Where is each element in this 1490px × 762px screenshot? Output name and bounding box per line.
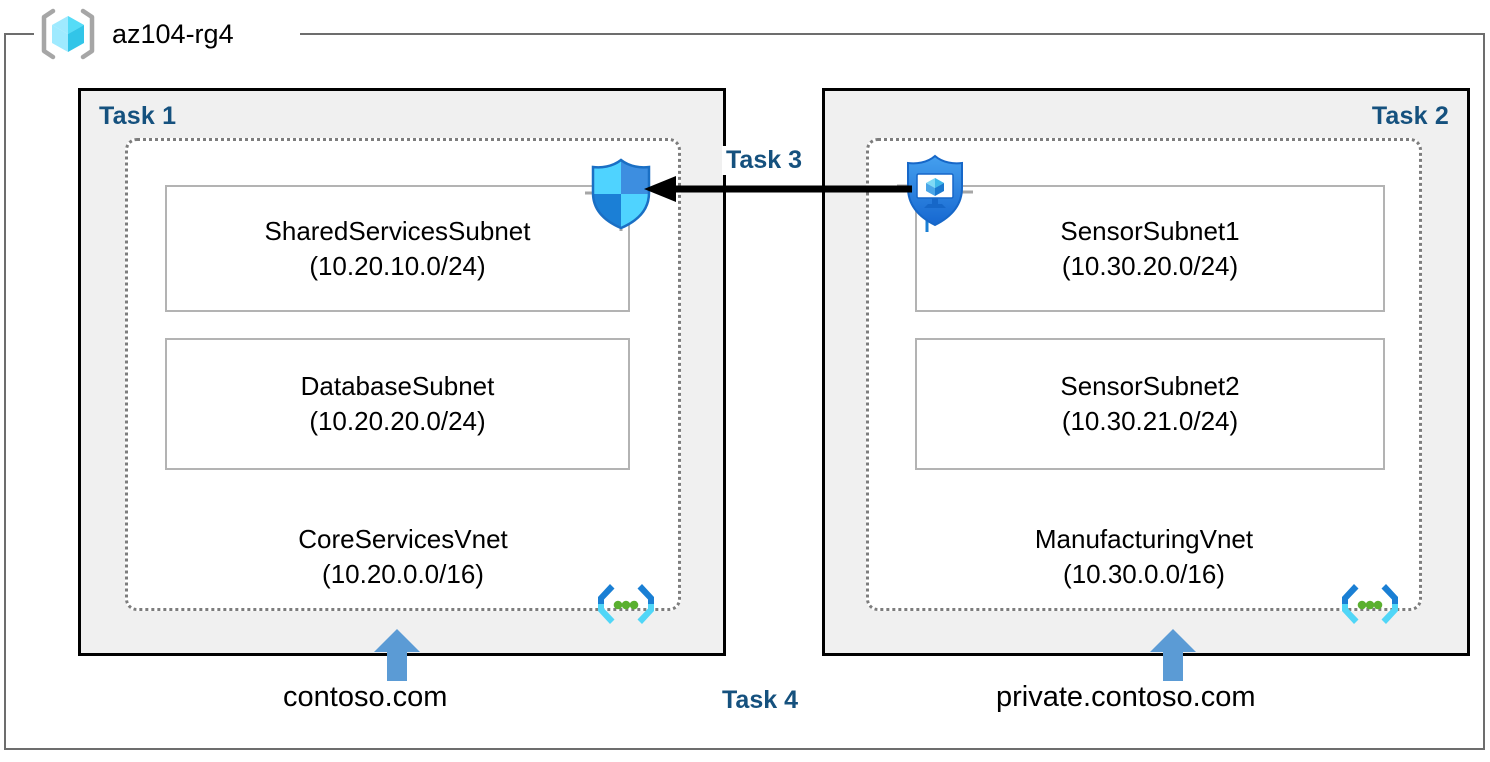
vnet-caption-manufacturing: ManufacturingVnet (10.30.0.0/16) bbox=[869, 522, 1419, 591]
vnet-address-space-core: (10.20.0.0/16) bbox=[322, 558, 484, 589]
task-label-4: Task 4 bbox=[722, 686, 798, 714]
subnet-name: SharedServicesSubnet bbox=[264, 215, 531, 246]
dns-zone-label-public: contoso.com bbox=[283, 681, 448, 713]
resource-group-legend: az104-rg4 bbox=[40, 7, 234, 61]
subnet-address-space: (10.30.21.0/24) bbox=[1061, 406, 1239, 436]
subnet-name: SensorSubnet1 bbox=[1060, 215, 1240, 246]
subnet-address-space: (10.20.20.0/24) bbox=[309, 406, 486, 436]
virtual-network-icon bbox=[592, 580, 660, 633]
subnet-databasesubnet: DatabaseSubnet (10.20.20.0/24) bbox=[165, 338, 630, 470]
task-label-3: Task 3 bbox=[722, 146, 806, 175]
virtual-network-icon bbox=[1336, 580, 1404, 633]
subnet-sensorsubnet2: SensorSubnet2 (10.30.21.0/24) bbox=[915, 338, 1385, 470]
vnet-name-core: CoreServicesVnet bbox=[298, 524, 508, 554]
subnet-sensorsubnet1: SensorSubnet1 (10.30.20.0/24) bbox=[915, 185, 1385, 312]
subnet-address-space: (10.20.10.0/24) bbox=[309, 250, 486, 281]
left-arrow-icon bbox=[640, 174, 920, 204]
task-label-2: Task 2 bbox=[1371, 102, 1449, 130]
shield-vm-icon bbox=[897, 152, 973, 232]
subnet-name: SensorSubnet2 bbox=[1060, 371, 1240, 402]
up-arrow-icon bbox=[374, 629, 420, 681]
subnet-name: DatabaseSubnet bbox=[300, 371, 495, 402]
up-arrow-icon bbox=[1150, 629, 1196, 681]
dns-zone-label-private: private.contoso.com bbox=[996, 681, 1256, 713]
subnet-sharedservicessubnet: SharedServicesSubnet (10.20.10.0/24) bbox=[165, 185, 630, 312]
subnet-address-space: (10.30.20.0/24) bbox=[1061, 250, 1239, 281]
shield-icon bbox=[585, 157, 657, 231]
resource-group-name: az104-rg4 bbox=[106, 20, 234, 48]
task-label-1: Task 1 bbox=[99, 102, 177, 130]
vnet-name-manufacturing: ManufacturingVnet bbox=[1034, 524, 1254, 554]
resource-group-frame bbox=[4, 33, 1485, 750]
vnet-address-space-manufacturing: (10.30.0.0/16) bbox=[1063, 558, 1225, 589]
vnet-caption-core: CoreServicesVnet (10.20.0.0/16) bbox=[128, 522, 678, 591]
resource-group-cube-icon bbox=[40, 8, 96, 60]
